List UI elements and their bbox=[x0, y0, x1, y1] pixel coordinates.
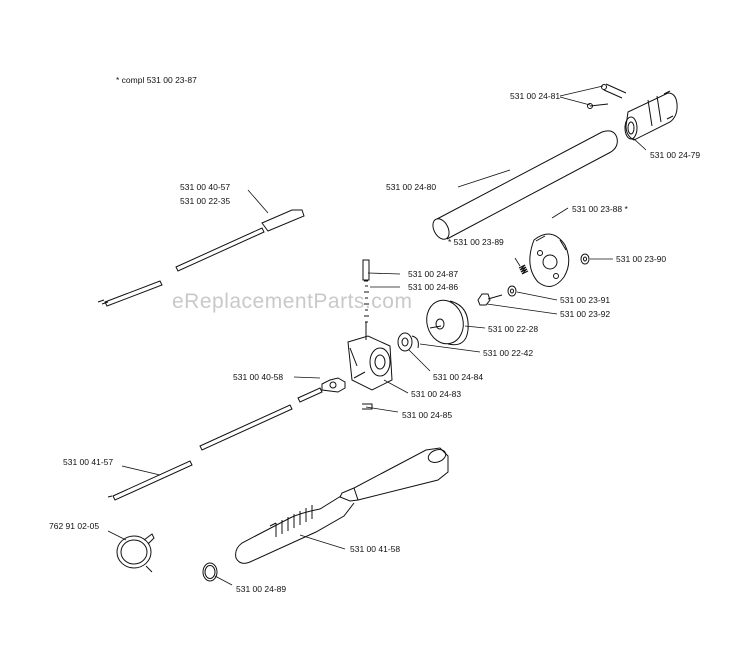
label-531-00-23-91: 531 00 23-91 bbox=[560, 295, 610, 305]
label-531-00-24-79: 531 00 24-79 bbox=[650, 150, 700, 160]
label-531-00-24-83: 531 00 24-83 bbox=[411, 389, 461, 399]
gear-housing-part bbox=[347, 335, 393, 391]
drive-tube-lower-part bbox=[235, 447, 449, 564]
hose-clamp-part bbox=[116, 533, 155, 573]
clutch-drum-part bbox=[426, 299, 469, 346]
washer-part bbox=[507, 285, 517, 297]
shoulder-screw-part bbox=[477, 293, 503, 306]
grease-fitting-part bbox=[362, 259, 370, 340]
label-531-00-40-57: 531 00 40-57 bbox=[180, 182, 230, 192]
clutch-shoe-part bbox=[529, 233, 570, 287]
label-531-00-23-89: * 531 00 23-89 bbox=[448, 237, 504, 247]
seal-ring-part bbox=[397, 332, 419, 352]
bearing-housing-part bbox=[624, 90, 678, 141]
label-531-00-24-85: 531 00 24-85 bbox=[402, 410, 452, 420]
label-531-00-41-58: 531 00 41-58 bbox=[350, 544, 400, 554]
washer-small-part bbox=[580, 253, 590, 265]
label-531-00-23-90: 531 00 23-90 bbox=[616, 254, 666, 264]
label-762-91-02-05: 762 91 02-05 bbox=[49, 521, 99, 531]
label-531-00-23-88: 531 00 23-88 * bbox=[572, 204, 628, 214]
label-531-00-24-89: 531 00 24-89 bbox=[236, 584, 286, 594]
spring-part bbox=[518, 264, 529, 275]
adapter-part bbox=[321, 377, 346, 393]
label-531-00-24-86: 531 00 24-86 bbox=[408, 282, 458, 292]
label-531-00-22-42: 531 00 22-42 bbox=[483, 348, 533, 358]
label-531-00-23-92: 531 00 23-92 bbox=[560, 309, 610, 319]
watermark-text: eReplacementParts.com bbox=[172, 290, 412, 313]
label-531-00-41-57: 531 00 41-57 bbox=[63, 457, 113, 467]
flex-shaft-part bbox=[107, 387, 323, 501]
label-531-00-40-58: 531 00 40-58 bbox=[233, 372, 283, 382]
label-531-00-22-28: 531 00 22-28 bbox=[488, 324, 538, 334]
label-531-00-24-84: 531 00 24-84 bbox=[433, 372, 483, 382]
label-531-00-22-35: 531 00 22-35 bbox=[180, 196, 230, 206]
tube-part bbox=[432, 130, 618, 240]
label-531-00-24-87: 531 00 24-87 bbox=[408, 269, 458, 279]
retaining-clip-part bbox=[362, 403, 373, 410]
label-531-00-24-80: 531 00 24-80 bbox=[386, 182, 436, 192]
label-531-00-24-81: 531 00 24-81 bbox=[510, 91, 560, 101]
assembly-note: * compl 531 00 23-87 bbox=[116, 75, 197, 85]
drive-shaft-upper-part bbox=[97, 209, 305, 307]
o-ring-part bbox=[202, 562, 218, 582]
screws-part bbox=[587, 83, 627, 109]
